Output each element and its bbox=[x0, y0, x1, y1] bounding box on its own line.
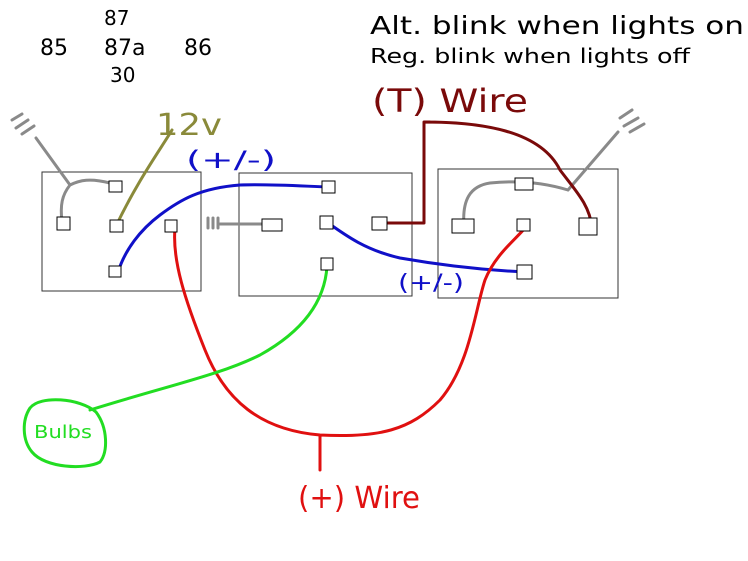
green-bulb-wire bbox=[88, 264, 329, 412]
terminals-middle bbox=[261, 180, 388, 271]
pin-30-label: 30 bbox=[110, 63, 135, 87]
note-line-2: Reg. blink when lights off bbox=[370, 44, 692, 68]
plus-wire-bottom-label: (+) Wire bbox=[298, 481, 420, 516]
bulbs-label: Bulbs bbox=[34, 422, 92, 443]
twelve-v-wire bbox=[114, 128, 174, 228]
plus-minus-bottom-label: (+/-) bbox=[398, 271, 464, 296]
pin-85-label: 85 bbox=[40, 36, 68, 61]
pin-legend: 87 85 87a 86 30 bbox=[40, 6, 212, 87]
plus-minus-top-label: (+/-) bbox=[186, 146, 276, 174]
blue-wire-upper bbox=[116, 183, 330, 274]
twelve-v-label: 12v bbox=[156, 108, 222, 143]
red-wire bbox=[173, 226, 527, 472]
terminals-right bbox=[451, 177, 598, 280]
pin-87-label: 87 bbox=[104, 6, 129, 30]
ground-wire-middle bbox=[206, 216, 272, 230]
note-line-1: Alt. blink when lights on bbox=[370, 11, 744, 40]
terminals-left bbox=[56, 180, 178, 278]
t-wire-dark-red bbox=[378, 120, 594, 230]
pin-87a-label: 87a bbox=[104, 36, 145, 61]
bulbs-outline bbox=[22, 398, 107, 469]
t-wire-top-label: (T) Wire bbox=[372, 82, 528, 120]
pin-86-label: 86 bbox=[184, 36, 212, 61]
ground-wire-right bbox=[462, 108, 646, 228]
